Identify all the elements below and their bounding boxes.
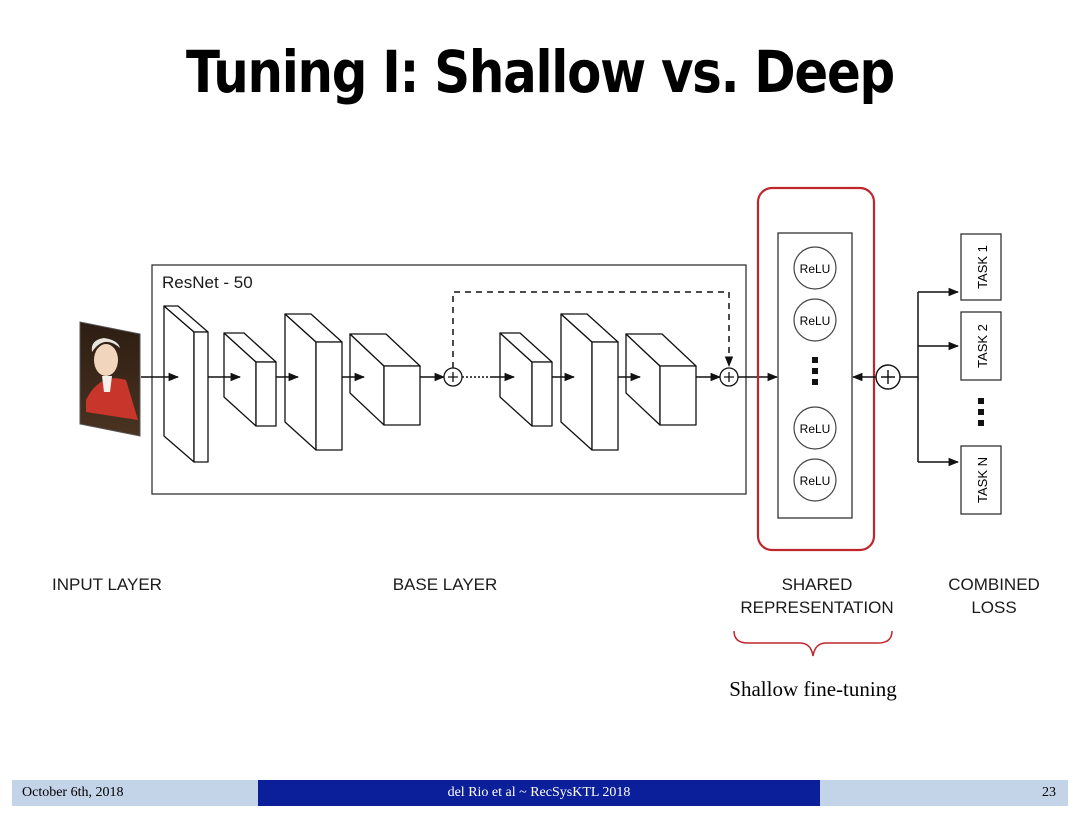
footer-date: October 6th, 2018	[12, 780, 258, 806]
conv-block-6	[560, 313, 619, 451]
section-label-shared-1: SHARED	[782, 575, 853, 594]
section-label-loss-2: LOSS	[971, 598, 1016, 617]
svg-text:ReLU: ReLU	[800, 314, 831, 328]
shared-representation-highlight	[756, 186, 876, 552]
relu-node: ReLU	[793, 406, 837, 450]
svg-text:ReLU: ReLU	[800, 422, 831, 436]
task-box-1: TASK 1	[960, 233, 1002, 301]
loss-sum-node	[875, 364, 901, 390]
caption: Shallow fine-tuning	[729, 677, 897, 701]
relu-nodes: ReLU ReLU ReLU ReLU	[793, 246, 837, 502]
conv-block-5	[499, 332, 553, 427]
svg-text:ReLU: ReLU	[800, 262, 831, 276]
resnet-box	[151, 264, 747, 495]
section-label-shared-2: REPRESENTATION	[740, 598, 893, 617]
conv-block-3	[284, 313, 343, 451]
sum-node-2	[719, 367, 739, 387]
task-box-2: TASK 2	[960, 311, 1002, 381]
footer-bar: October 6th, 2018 del Rio et al ~ RecSys…	[12, 780, 1068, 806]
conv-block-2	[223, 332, 277, 427]
svg-text:ReLU: ReLU	[800, 474, 831, 488]
ellipsis-dots	[812, 357, 818, 385]
footer-center: del Rio et al ~ RecSysKTL 2018	[258, 780, 820, 806]
svg-text:TASK 1: TASK 1	[975, 245, 990, 289]
relu-node: ReLU	[793, 298, 837, 342]
conv-blocks	[163, 305, 697, 463]
relu-node: ReLU	[793, 246, 837, 290]
task-boxes: TASK 1 TASK 2 TASK N	[960, 233, 1002, 515]
resnet-label: ResNet - 50	[162, 273, 253, 292]
sum-node-1	[443, 367, 463, 387]
task-box-n: TASK N	[960, 445, 1002, 515]
brace	[733, 630, 893, 657]
conv-block-1	[163, 305, 209, 463]
portrait-image	[79, 321, 141, 437]
task-branches	[900, 287, 960, 467]
relu-node: ReLU	[793, 458, 837, 502]
svg-text:TASK 2: TASK 2	[975, 324, 990, 368]
svg-text:TASK N: TASK N	[975, 457, 990, 503]
page-number: 23	[820, 780, 1068, 806]
conv-block-4	[349, 333, 421, 426]
task-ellipsis-dots	[978, 398, 984, 426]
skip-connection	[452, 291, 734, 368]
slide-title: Tuning I: Shallow vs. Deep	[186, 38, 895, 106]
section-label-loss-1: COMBINED	[948, 575, 1040, 594]
section-label-base: BASE LAYER	[393, 575, 498, 594]
section-label-input: INPUT LAYER	[52, 575, 162, 594]
conv-block-7	[625, 333, 697, 426]
